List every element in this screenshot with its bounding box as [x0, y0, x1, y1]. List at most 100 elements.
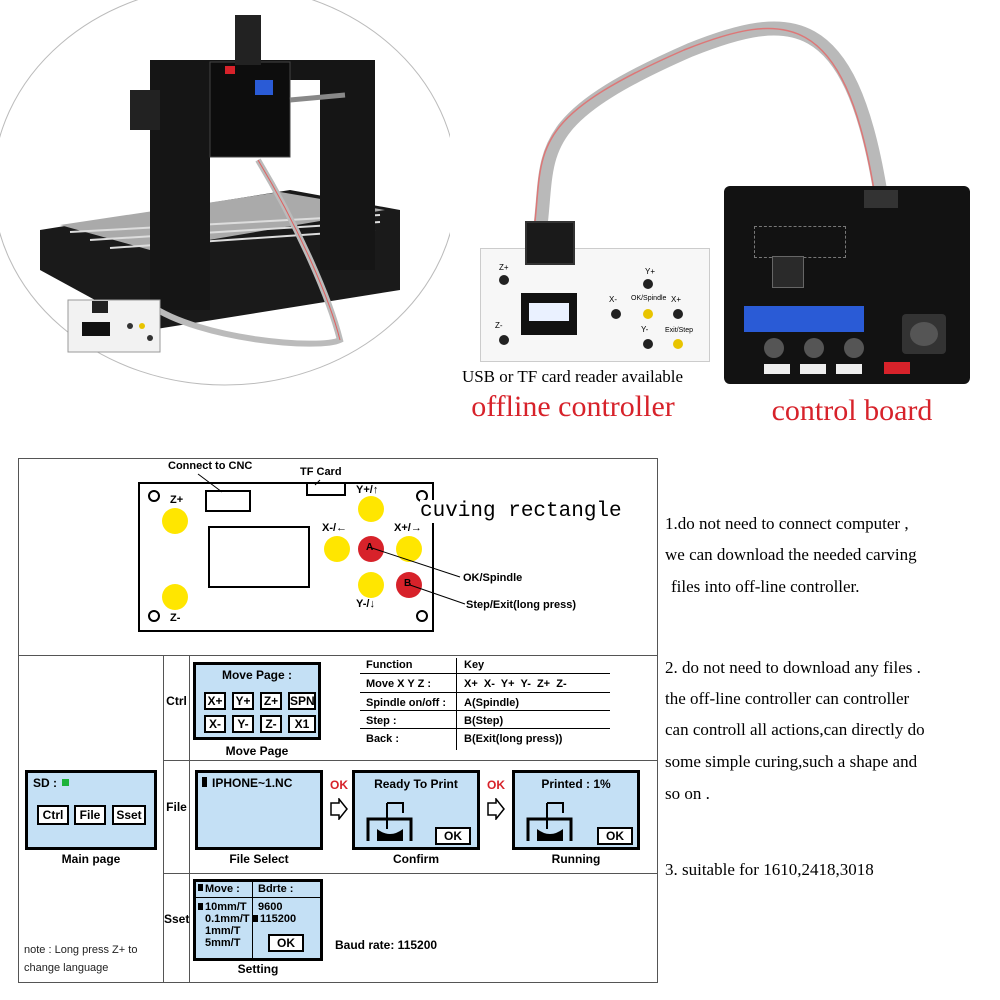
- note-2-line: 2. do not need to download any files .: [665, 658, 921, 677]
- ok-arrow-label-1: OK: [330, 778, 348, 792]
- ctrl-button[interactable]: Ctrl: [37, 805, 69, 825]
- baud-option[interactable]: 115200: [260, 913, 297, 925]
- ready-to-print-text: Ready To Print: [374, 777, 458, 791]
- offline-controller-photo: Z+ Z- Y+ X- OK/Spindle X+ Y- Exit/Step: [480, 221, 710, 362]
- cnc-machine-illustration: [0, 0, 450, 386]
- divider: [189, 655, 190, 983]
- running-ok-button[interactable]: OK: [597, 827, 633, 845]
- z-plus-label: Z+: [170, 494, 184, 506]
- divider: [18, 655, 658, 656]
- z-plus-button-icon: [162, 508, 188, 534]
- note-2-line: the off-line controller can controller: [665, 689, 910, 708]
- x-minus-button[interactable]: X-: [204, 715, 226, 733]
- usb-text: USB or TF card reader available: [461, 367, 684, 386]
- confirm-screen: Ready To Print OK: [352, 770, 480, 850]
- bdrte-header: Bdrte :: [258, 883, 294, 895]
- screen-icon: [208, 526, 310, 588]
- a-label: A: [366, 542, 374, 553]
- printed-progress-text: Printed : 1%: [541, 777, 611, 791]
- divider: [163, 760, 658, 761]
- cursor-icon: [202, 777, 207, 787]
- arrow-right-icon: [487, 798, 505, 820]
- step-exit-label: Step/Exit(long press): [466, 599, 577, 611]
- x-plus-label: X+/→: [394, 522, 422, 534]
- controller-layout: Z+ Z- Y+/↑ X-/← X+/→ Y-/↓ A B: [138, 482, 434, 632]
- sset-row-label: Sset: [164, 912, 190, 926]
- offline-controller-title: offline controller: [471, 390, 675, 423]
- note-2-line: so on .: [665, 784, 710, 803]
- table-cell: Step :: [366, 715, 397, 727]
- note-2-line: some simple curing,such a shape and: [665, 752, 918, 771]
- file-row-label: File: [166, 800, 187, 814]
- move-option[interactable]: 5mm/T: [205, 937, 241, 949]
- file-name[interactable]: IPHONE~1.NC: [212, 776, 293, 790]
- ctrl-row-label: Ctrl: [166, 694, 187, 708]
- y-plus-label: Y+/↑: [356, 484, 379, 496]
- y-minus-button-icon: [358, 572, 384, 598]
- table-cell: Back :: [366, 733, 400, 745]
- move-option[interactable]: 10mm/T: [205, 901, 247, 913]
- spn-button[interactable]: SPN: [288, 692, 316, 710]
- y-minus-label: Y-/↓: [356, 598, 375, 610]
- cuving-rectangle-text: cuving rectangle: [420, 500, 622, 523]
- control-board-photo: [724, 186, 970, 384]
- table-cell: B(Exit(long press)): [464, 733, 563, 745]
- b-label: B: [404, 578, 412, 589]
- confirm-ok-button[interactable]: OK: [435, 827, 471, 845]
- sset-button[interactable]: Sset: [112, 805, 146, 825]
- z-minus-button[interactable]: Z-: [260, 715, 282, 733]
- oled-screen: [521, 293, 577, 335]
- x-plus-button[interactable]: X+: [204, 692, 226, 710]
- leader-lines: [197, 473, 466, 605]
- y-minus-button[interactable]: Y-: [232, 715, 254, 733]
- table-header-key: Key: [464, 659, 485, 671]
- x1-button[interactable]: X1: [288, 715, 316, 733]
- divider: [163, 873, 658, 874]
- x-minus-label: X-/←: [322, 522, 348, 534]
- connector-icon: [525, 221, 575, 265]
- cursor-icon: [198, 884, 203, 891]
- connect-to-cnc-label: Connect to CNC: [168, 460, 253, 472]
- file-select-screen: IPHONE~1.NC: [195, 770, 323, 850]
- control-board-title: control board: [771, 394, 933, 427]
- move-option[interactable]: 0.1mm/T: [205, 913, 250, 925]
- note-1-line: files into off-line controller.: [671, 577, 860, 596]
- table-cell: Move X Y Z :: [366, 678, 432, 690]
- b-button-icon: [396, 572, 422, 598]
- cursor-icon: [198, 903, 203, 910]
- baud-rate-text: Baud rate: 115200: [335, 938, 438, 952]
- arrow-right-icon: [330, 798, 348, 820]
- note-line-1: note : Long press Z+ to: [24, 944, 138, 956]
- cursor-icon: [253, 915, 258, 922]
- y-plus-button[interactable]: Y+: [232, 692, 254, 710]
- divider: [163, 655, 164, 983]
- y-plus-button-icon: [358, 496, 384, 522]
- printer-icon: [366, 802, 413, 841]
- z-minus-button-icon: [162, 584, 188, 610]
- table-cell: B(Step): [464, 715, 504, 727]
- ok-spindle-label: OK/Spindle: [463, 572, 523, 584]
- setting-caption: Setting: [237, 962, 279, 976]
- printer-icon: [526, 802, 573, 841]
- table-cell: Spindle on/off :: [366, 697, 447, 709]
- main-page-caption: Main page: [61, 852, 121, 866]
- note-2-line: can controll all actions,can directly do: [665, 720, 925, 739]
- table-cell: A(Spindle): [464, 697, 519, 709]
- note-1-line: 1.do not need to connect computer ,: [665, 514, 909, 533]
- z-plus-button[interactable]: Z+: [260, 692, 282, 710]
- move-page-screen: Move Page : X+ Y+ Z+ SPN X- Y- Z- X1: [193, 662, 321, 740]
- note-line-2: change language: [24, 962, 109, 974]
- cnc-connector-icon: [205, 490, 251, 512]
- move-page-caption: Move Page: [225, 744, 289, 758]
- ribbon-cable: [533, 21, 887, 231]
- setting-ok-button[interactable]: OK: [268, 934, 304, 952]
- z-minus-label: Z-: [170, 612, 181, 624]
- baud-option[interactable]: 9600: [258, 901, 283, 913]
- file-button[interactable]: File: [74, 805, 106, 825]
- running-caption: Running: [551, 852, 601, 866]
- table-header-function: Function: [366, 659, 413, 671]
- a-button-icon: [358, 536, 384, 562]
- move-option[interactable]: 1mm/T: [205, 925, 241, 937]
- x-minus-button-icon: [324, 536, 350, 562]
- function-key-table: Function Key Move X Y Z : X+ X- Y+ Y- Z+…: [360, 658, 610, 750]
